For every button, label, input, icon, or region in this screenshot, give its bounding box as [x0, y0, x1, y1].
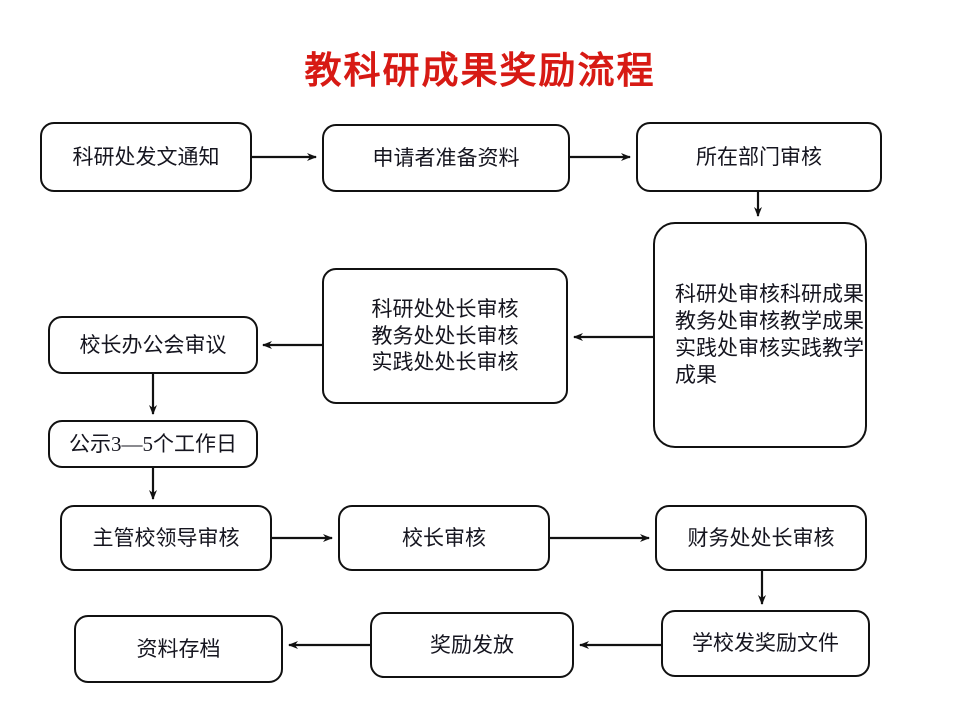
- flow-node-label: 财务处处长审核: [687, 525, 835, 550]
- flow-node-n13[interactable]: 资料存档: [74, 615, 283, 683]
- flow-node-label: 申请者准备资料: [372, 145, 520, 170]
- flow-node-n3[interactable]: 所在部门审核: [636, 122, 882, 192]
- flow-node-n7[interactable]: 公示3—5个工作日: [48, 420, 258, 468]
- flow-node-n8[interactable]: 主管校领导审核: [60, 505, 272, 571]
- flow-node-n9[interactable]: 校长审核: [338, 505, 550, 571]
- page-title: 教科研成果奖励流程: [304, 51, 656, 92]
- flow-node-n6[interactable]: 校长办公会审议: [48, 316, 258, 374]
- flow-node-label: 所在部门审核: [696, 144, 822, 169]
- flow-node-label: 校长审核: [402, 525, 486, 550]
- flow-node-label: 科研处处长审核 教务处处长审核 实践处处长审核: [371, 296, 519, 375]
- flow-node-label: 公示3—5个工作日: [69, 431, 237, 456]
- flow-node-n5[interactable]: 科研处处长审核 教务处处长审核 实践处处长审核: [322, 268, 568, 404]
- flow-node-label: 校长办公会审议: [79, 332, 227, 357]
- flow-node-label: 科研处发文通知: [72, 144, 220, 169]
- flow-node-label: 资料存档: [136, 636, 221, 661]
- flow-node-label: 科研处审核科研成果 教务处审核教学成果 实践处审核实践教学成果: [675, 282, 864, 387]
- flow-node-n1[interactable]: 科研处发文通知: [40, 122, 252, 192]
- flow-node-n4[interactable]: 科研处审核科研成果 教务处审核教学成果 实践处审核实践教学成果: [653, 222, 867, 448]
- flow-node-n10[interactable]: 财务处处长审核: [655, 505, 867, 571]
- flow-node-label: 主管校领导审核: [92, 525, 240, 550]
- flow-node-n11[interactable]: 学校发奖励文件: [661, 610, 870, 677]
- flow-node-n2[interactable]: 申请者准备资料: [322, 124, 570, 192]
- flow-node-label: 学校发奖励文件: [692, 631, 839, 656]
- flow-node-n12[interactable]: 奖励发放: [370, 612, 574, 678]
- flow-node-label: 奖励发放: [430, 632, 514, 657]
